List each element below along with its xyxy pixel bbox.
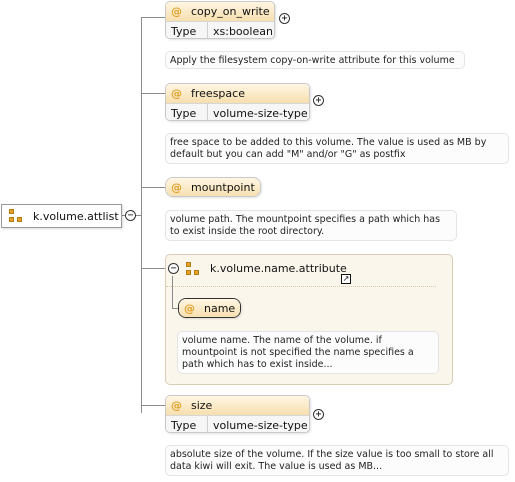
attribute-header: @ name bbox=[179, 299, 240, 317]
branch-mountpoint bbox=[141, 187, 165, 188]
branch-copy-on-write bbox=[141, 17, 165, 18]
attribute-icon: @ bbox=[184, 302, 195, 315]
attribute-group-icon bbox=[9, 209, 23, 223]
branch-size bbox=[141, 405, 165, 406]
attribute-name: freespace bbox=[191, 87, 245, 100]
mountpoint-doc: volume path. The mountpoint specifies a … bbox=[165, 210, 457, 241]
attribute-header: @ copy_on_write bbox=[166, 2, 274, 21]
attribute-name-in-group[interactable]: @ name bbox=[178, 298, 241, 318]
trunk-line bbox=[141, 17, 142, 413]
branch-freespace bbox=[141, 93, 165, 94]
group-header-rule bbox=[166, 286, 436, 287]
size-doc: absolute size of the volume. If the size… bbox=[165, 445, 509, 476]
copy-on-write-doc: Apply the filesystem copy-on-write attri… bbox=[165, 51, 465, 69]
attribute-type-row: Type xs:boolean bbox=[166, 21, 274, 38]
attribute-icon: @ bbox=[171, 181, 182, 194]
type-key: Type bbox=[166, 104, 208, 120]
attribute-copy-on-write[interactable]: @ copy_on_write Type xs:boolean bbox=[165, 1, 275, 39]
collapse-group-button[interactable]: − bbox=[168, 263, 179, 274]
attribute-type-row: Type volume-size-type bbox=[166, 103, 309, 120]
group-label[interactable]: k.volume.name.attribute bbox=[210, 262, 347, 275]
attribute-icon: @ bbox=[171, 87, 182, 100]
type-value: xs:boolean bbox=[213, 24, 273, 38]
collapse-root-button[interactable]: − bbox=[125, 210, 136, 221]
attribute-icon: @ bbox=[171, 5, 182, 18]
attribute-name: copy_on_write bbox=[191, 5, 270, 18]
attribute-size[interactable]: @ size Type volume-size-type bbox=[165, 395, 310, 433]
expand-copy-on-write-button[interactable]: + bbox=[279, 13, 290, 24]
attribute-name: name bbox=[204, 302, 236, 315]
type-key: Type bbox=[166, 416, 208, 432]
attribute-header: @ mountpoint bbox=[166, 178, 260, 196]
group-inner-branch bbox=[172, 308, 178, 309]
branch-group bbox=[141, 268, 165, 269]
collapse-connector bbox=[135, 215, 141, 216]
expand-freespace-button[interactable]: + bbox=[313, 95, 324, 106]
freespace-doc: free space to be added to this volume. T… bbox=[165, 133, 509, 164]
attribute-name: mountpoint bbox=[191, 181, 255, 194]
attribute-name: size bbox=[191, 399, 213, 412]
expand-size-button[interactable]: + bbox=[313, 409, 324, 420]
attribute-mountpoint[interactable]: @ mountpoint bbox=[165, 177, 261, 197]
root-attlist-node[interactable]: k.volume.attlist bbox=[1, 204, 122, 228]
link-icon[interactable]: ↗ bbox=[341, 274, 351, 284]
attribute-freespace[interactable]: @ freespace Type volume-size-type bbox=[165, 83, 310, 121]
attribute-icon: @ bbox=[171, 399, 182, 412]
attribute-group-icon bbox=[186, 262, 200, 276]
group-inner-trunk bbox=[172, 276, 173, 308]
root-connector bbox=[122, 215, 126, 216]
name-doc: volume name. The name of the volume. if … bbox=[177, 331, 439, 374]
attribute-header: @ freespace bbox=[166, 84, 309, 103]
type-value: volume-size-type bbox=[213, 418, 308, 432]
type-value: volume-size-type bbox=[213, 106, 308, 120]
attribute-header: @ size bbox=[166, 396, 309, 415]
root-label: k.volume.attlist bbox=[33, 209, 119, 223]
attribute-type-row: Type volume-size-type bbox=[166, 415, 309, 432]
type-key: Type bbox=[166, 22, 208, 38]
